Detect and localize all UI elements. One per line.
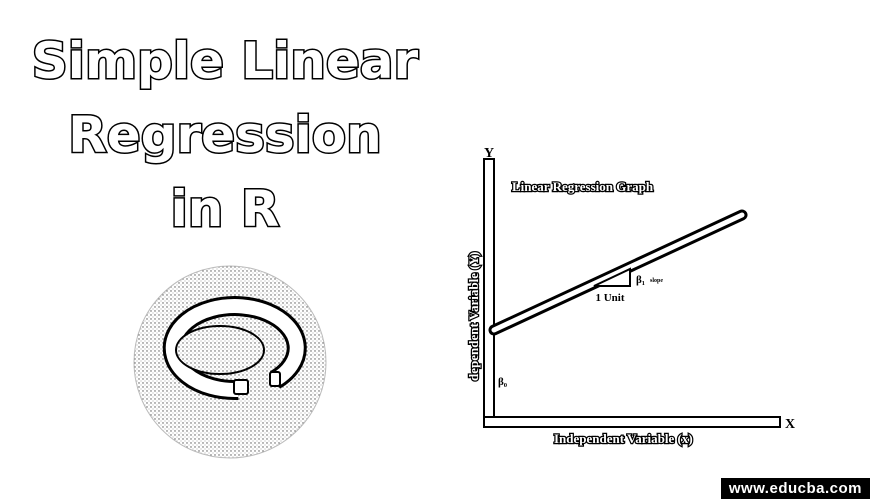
slope-note: slope [650, 278, 663, 284]
y-axis-letter: Y [484, 146, 494, 161]
r-logo-icon [133, 265, 327, 459]
regression-line [488, 209, 748, 336]
x-axis-label: Independent Variable (x) [554, 431, 693, 446]
title-line-2: Regression [67, 106, 383, 164]
regression-diagram: Y X 1 Unit β₁ slope β₀ Linear Regression… [465, 146, 795, 447]
y-axis-label: dependent Variable (Y) [466, 252, 481, 381]
logo-r-leg-left [233, 379, 249, 395]
title-line-3: in R [169, 180, 281, 238]
unit-label: 1 Unit [595, 292, 624, 304]
y-axis [483, 158, 495, 428]
watermark-badge: www.educba.com [720, 478, 870, 499]
x-axis-letter: X [785, 417, 795, 432]
x-axis [483, 416, 781, 428]
slope-label: β₁ [636, 274, 645, 286]
logo-r-leg-right [269, 371, 281, 387]
intercept-label: β₀ [498, 376, 508, 388]
slope-triangle [593, 267, 631, 287]
logo-ring-fill [165, 299, 304, 398]
graph-title: Linear Regression Graph [512, 179, 654, 194]
title-line-1: Simple Linear [30, 32, 419, 90]
logo-ring-hole [175, 325, 265, 375]
